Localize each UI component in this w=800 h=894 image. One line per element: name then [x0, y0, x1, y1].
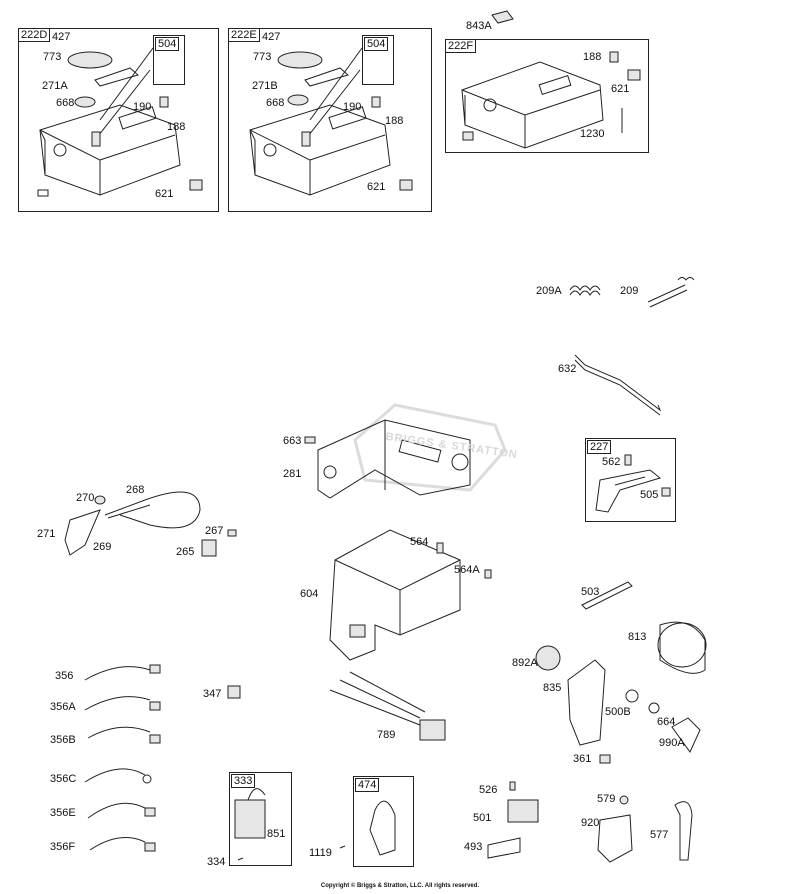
- part-callout: 920: [581, 817, 600, 829]
- part-callout: 281: [283, 468, 302, 480]
- part-callout: 271: [37, 528, 56, 540]
- part-callout: 493: [464, 841, 483, 853]
- part-callout: 1230: [580, 128, 605, 140]
- part-callout: 843A: [466, 20, 492, 32]
- base-plate-222d: [37, 51, 203, 197]
- box-504b-frame: [362, 35, 394, 85]
- part-callout: 356A: [50, 701, 76, 713]
- part-callout: 271A: [42, 80, 68, 92]
- part-callout: 188: [167, 121, 186, 133]
- part-callout: 209A: [536, 285, 562, 297]
- part-callout: 604: [300, 588, 319, 600]
- right-side-parts: [535, 581, 707, 764]
- part-callout: 990A: [659, 737, 685, 749]
- part-callout: 668: [56, 97, 75, 109]
- part-callout: 632: [558, 363, 577, 375]
- part-callout: 356C: [50, 773, 77, 785]
- part-callout: 505: [640, 489, 659, 501]
- part-callout: 188: [385, 115, 404, 127]
- part-callout: 773: [43, 51, 62, 63]
- part-callout: 427: [262, 31, 281, 43]
- part-callout: 892A: [512, 657, 538, 669]
- part-callout: 526: [479, 784, 498, 796]
- leader-lines: [99, 47, 363, 121]
- box-222f-frame: [445, 39, 649, 153]
- part-callout: 501: [473, 812, 492, 824]
- part-callout: 789: [377, 729, 396, 741]
- part-callout: 851: [267, 828, 286, 840]
- part-callout: 269: [93, 541, 112, 553]
- box-474-frame: [353, 776, 414, 867]
- box-label: 227: [587, 440, 612, 454]
- part-callout: 271B: [252, 80, 278, 92]
- part-callout: 621: [367, 181, 386, 193]
- part-callout: 813: [628, 631, 647, 643]
- part-callout: 621: [155, 188, 174, 200]
- part-callout: 503: [581, 586, 600, 598]
- part-callout: 621: [611, 83, 630, 95]
- part-callout: 356B: [50, 734, 76, 746]
- box-label: 474: [355, 778, 380, 792]
- part-callout: 564: [410, 536, 429, 548]
- box-label: 222F: [445, 39, 477, 53]
- box-label: 222D: [18, 28, 51, 42]
- part-callout: 427: [52, 31, 71, 43]
- part-callout: 356F: [50, 841, 76, 853]
- bracket-281: [304, 403, 507, 499]
- part-callout: 1119: [309, 847, 332, 859]
- part-callout: 188: [583, 51, 602, 63]
- part-callout: 270: [76, 492, 95, 504]
- box-label: 504: [155, 37, 180, 51]
- box-227-frame: [585, 438, 676, 522]
- part-callout: 361: [573, 753, 592, 765]
- part-callout: 334: [207, 856, 226, 868]
- base-plate-222f: [461, 10, 641, 149]
- part-callout: 773: [253, 51, 272, 63]
- box-label: 222E: [228, 28, 260, 42]
- harness-and-modules: [227, 671, 693, 863]
- part-callout: 668: [266, 97, 285, 109]
- box-label: 333: [231, 774, 256, 788]
- box-222e-frame: [228, 28, 432, 212]
- part-callout: 663: [283, 435, 302, 447]
- throttle-cable: [64, 491, 237, 557]
- part-callout: 190: [133, 101, 152, 113]
- part-callout: 265: [176, 546, 195, 558]
- part-callout: 209: [620, 285, 639, 297]
- box-222d-frame: [18, 28, 219, 212]
- part-callout: 347: [203, 688, 222, 700]
- part-callout: 500B: [605, 706, 631, 718]
- part-callout: 268: [126, 484, 145, 496]
- box-label: 504: [364, 37, 389, 51]
- copyright-notice: Copyright © Briggs & Stratton, LLC. All …: [320, 883, 480, 889]
- box-504a-frame: [153, 35, 185, 85]
- part-callout: 267: [205, 525, 224, 537]
- part-callout: 562: [602, 456, 621, 468]
- part-callout: 664: [657, 716, 676, 728]
- ground-wires: [84, 664, 161, 852]
- part-callout: 356: [55, 670, 74, 682]
- part-callout: 577: [650, 829, 669, 841]
- cover-604: [329, 529, 492, 661]
- lever-227: [595, 454, 671, 513]
- part-callout: 835: [543, 682, 562, 694]
- part-callout: 564A: [454, 564, 480, 576]
- part-callout: 356E: [50, 807, 76, 819]
- part-callout: 190: [343, 101, 362, 113]
- base-plate-222e: [249, 51, 413, 196]
- springs-and-links: [569, 277, 695, 416]
- part-callout: 579: [597, 793, 616, 805]
- box-333-frame: [229, 772, 292, 866]
